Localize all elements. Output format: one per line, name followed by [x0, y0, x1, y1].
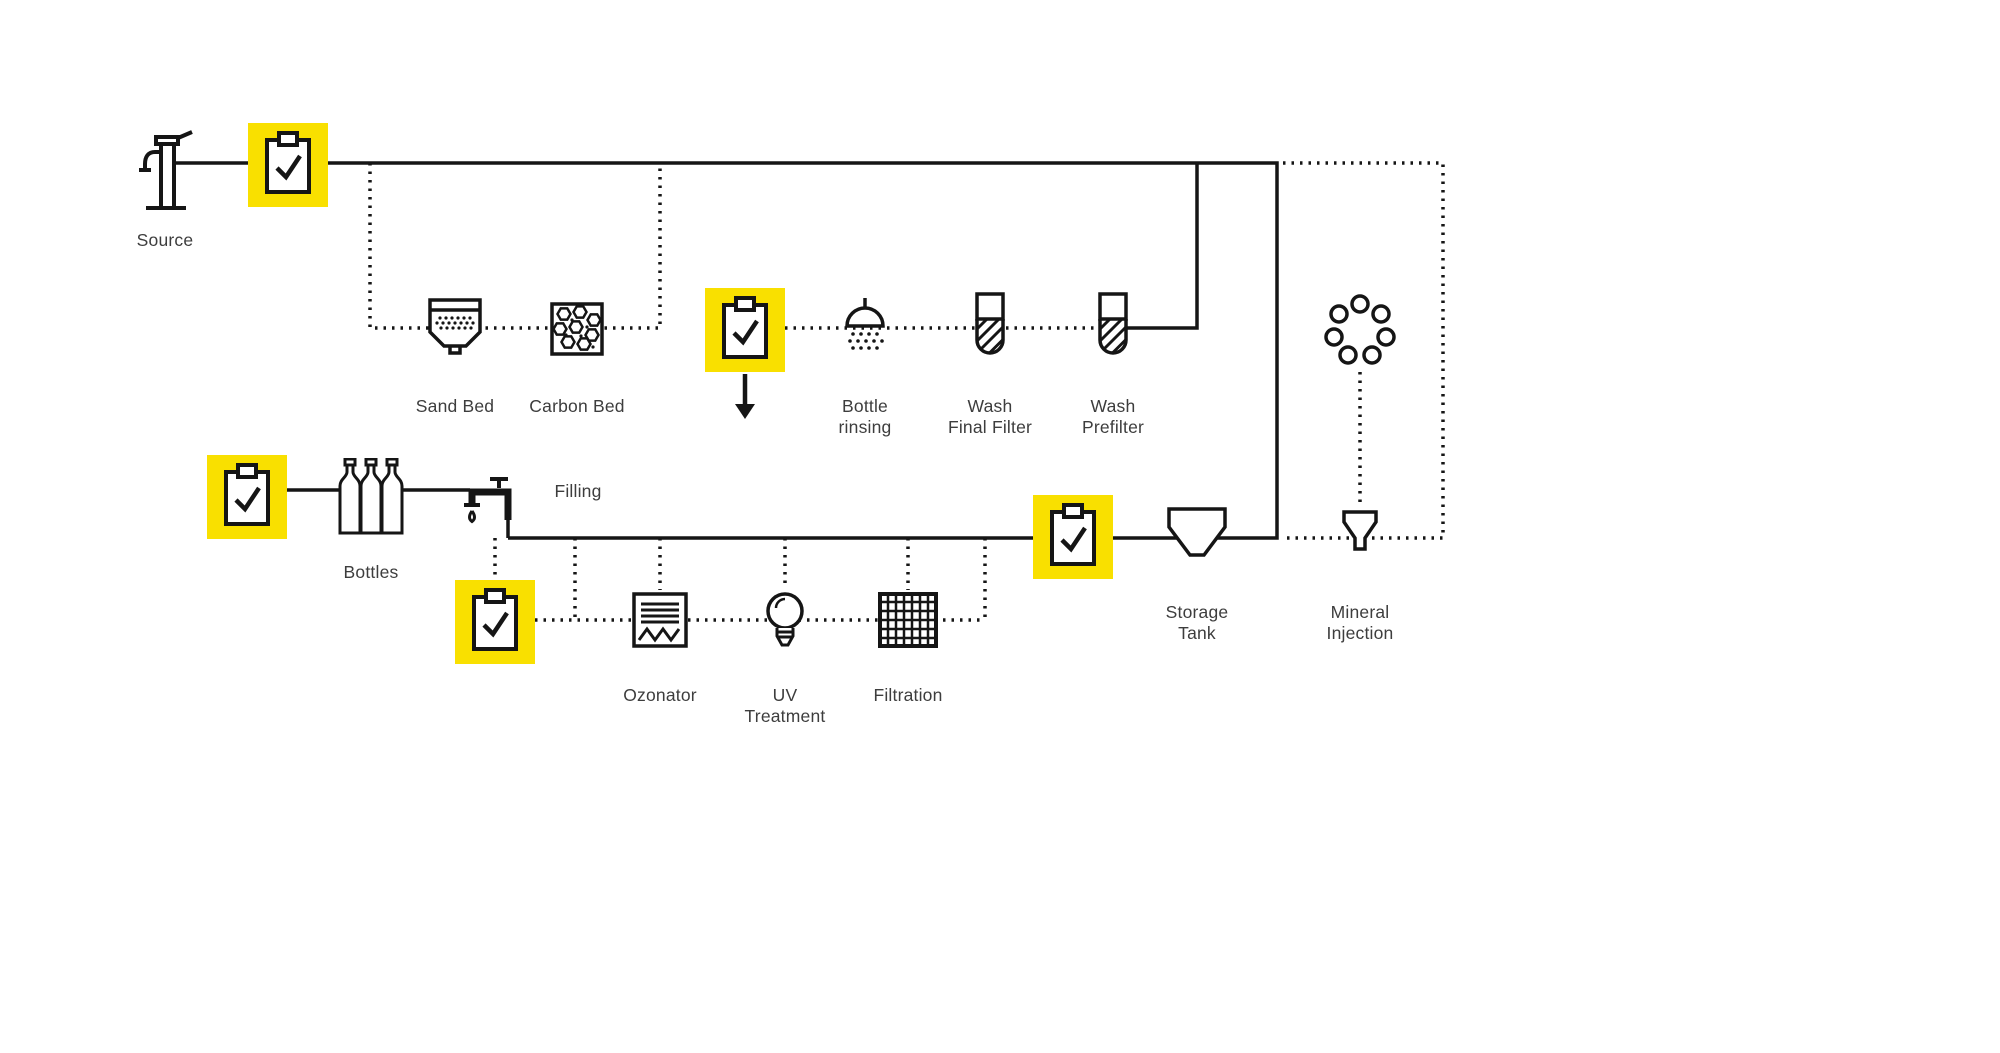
uv-treatment-label: UV Treatment: [744, 685, 826, 727]
wash-final-filter-label: Wash Final Filter: [947, 396, 1033, 438]
faucet-icon: [464, 477, 512, 524]
mineral-molecules-icon: [1324, 294, 1396, 365]
filtration-label: Filtration: [873, 685, 943, 705]
uv-lamp-icon: [766, 592, 804, 647]
clipboard-check-icon: [455, 580, 535, 664]
filter-cartridge-icon: [1098, 292, 1128, 355]
ozonator-label: Ozonator: [623, 685, 697, 705]
filling-label: Filling: [554, 481, 602, 501]
clipboard-check-icon: [248, 123, 328, 207]
clipboard-check-icon: [207, 455, 287, 539]
bottle-rinsing-label: Bottle rinsing: [838, 396, 892, 438]
clipboard-check-icon: [1033, 495, 1113, 579]
arrow-down-icon: [735, 374, 755, 419]
bottles-label: Bottles: [343, 562, 399, 582]
storage-tank-label: Storage Tank: [1165, 602, 1229, 644]
shower-head-icon: [845, 298, 885, 350]
bottles-icon: [338, 458, 404, 535]
sand-bed-label: Sand Bed: [415, 396, 495, 416]
filter-cartridge-icon: [975, 292, 1005, 355]
source-label: Source: [136, 230, 194, 250]
ozonator-icon: [632, 592, 688, 648]
clipboard-check-icon: [705, 288, 785, 372]
mineral-injection-label: Mineral Injection: [1326, 602, 1394, 644]
injection-funnel-icon: [1342, 510, 1378, 551]
storage-tank-icon: [1167, 507, 1227, 557]
wash-prefilter-label: Wash Prefilter: [1081, 396, 1145, 438]
sand-bed-icon: [428, 298, 482, 355]
filtration-mesh-icon: [878, 592, 938, 648]
carbon-bed-icon: [550, 302, 604, 356]
dotted-flow-lines: [368, 161, 1445, 622]
hand-pump-icon: [139, 130, 193, 210]
carbon-bed-label: Carbon Bed: [529, 396, 625, 416]
